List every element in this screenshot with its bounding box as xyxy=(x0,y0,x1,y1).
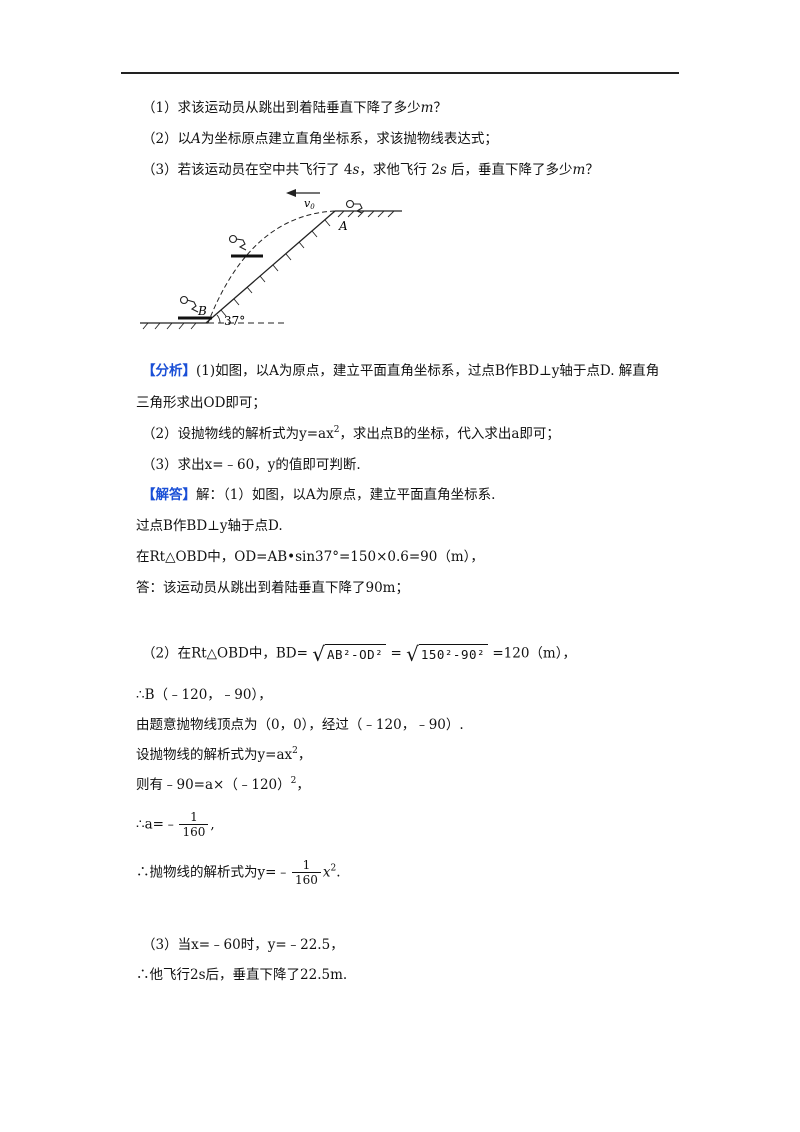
solution-line-1: 【解答】解：（1）如图，以A为原点，建立平面直角坐标系. xyxy=(142,487,496,503)
skier-top-icon xyxy=(345,199,363,214)
solution-line-3: 在Rt△OBD中，OD=AB•sin37°=150×0.6=90（m）， xyxy=(136,549,484,565)
solution-line-6: ∴B（﹣120，﹣90）， xyxy=(136,687,272,703)
analysis-line-3: （2）设抛物线的解析式为y=ax2，求出点B的坐标，代入求出a即可； xyxy=(142,425,560,443)
v0-label: v0 xyxy=(304,197,315,211)
skier-bottom-icon xyxy=(179,295,199,313)
solution-line-2: 过点B作BD⊥y轴于点D. xyxy=(136,518,283,534)
question-3: （3）若该运动员在空中共飞行了 4s，求他飞行 2s 后，垂直下降了多少m？ xyxy=(142,162,599,178)
trajectory-curve xyxy=(207,210,336,324)
analysis-line-1: 【分析】(1)如图，以A为原点，建立平面直角坐标系，过点B作BD⊥y轴于点D. … xyxy=(142,363,660,379)
ground-hatch xyxy=(142,322,197,330)
arrow-head xyxy=(286,189,296,197)
ski-jump-figure: v0 A B 37° xyxy=(140,189,402,330)
solution-line-4: 答：该运动员从跳出到着陆垂直下降了90m； xyxy=(136,580,409,596)
analysis-tag: 【分析】 xyxy=(142,363,196,379)
solution-line-5: （2）在Rt△OBD中，BD= √AB²-OD² = √150²-90² =12… xyxy=(142,642,576,666)
solution-line-13: ∴他飞行2s后，垂直下降了22.5m. xyxy=(136,967,348,983)
solution-line-8: 设抛物线的解析式为y=ax2， xyxy=(136,746,312,764)
analysis-line-2: 三角形求出OD即可； xyxy=(136,395,266,411)
solution-tag: 【解答】 xyxy=(142,487,196,503)
solution-line-12: （3）当x=﹣60时，y=﹣22.5， xyxy=(142,937,344,953)
angle-label: 37° xyxy=(224,314,245,328)
question-1: （1）求该运动员从跳出到着陆垂直下降了多少m？ xyxy=(142,100,447,116)
label-B: B xyxy=(197,304,207,318)
label-A: A xyxy=(338,219,348,233)
solution-line-9: 则有﹣90=a×（﹣120）2， xyxy=(136,776,310,794)
sqrt-expression-2: √150²-90² xyxy=(406,644,489,664)
platform-hatch xyxy=(337,210,395,218)
solution-line-7: 由题意抛物线顶点为（0，0），经过（﹣120，﹣90）. xyxy=(136,717,464,733)
slope-line xyxy=(205,210,336,324)
skier-mid-icon xyxy=(228,234,247,251)
question-2: （2）以A为坐标原点建立直角坐标系，求该抛物线表达式； xyxy=(142,131,498,147)
angle-arc xyxy=(216,314,221,324)
header-rule xyxy=(121,72,679,74)
analysis-line-4: （3）求出x=﹣60，y的值即可判断. xyxy=(142,457,361,473)
sqrt-expression-1: √AB²-OD² xyxy=(312,644,387,664)
slope-hatch xyxy=(220,219,331,317)
